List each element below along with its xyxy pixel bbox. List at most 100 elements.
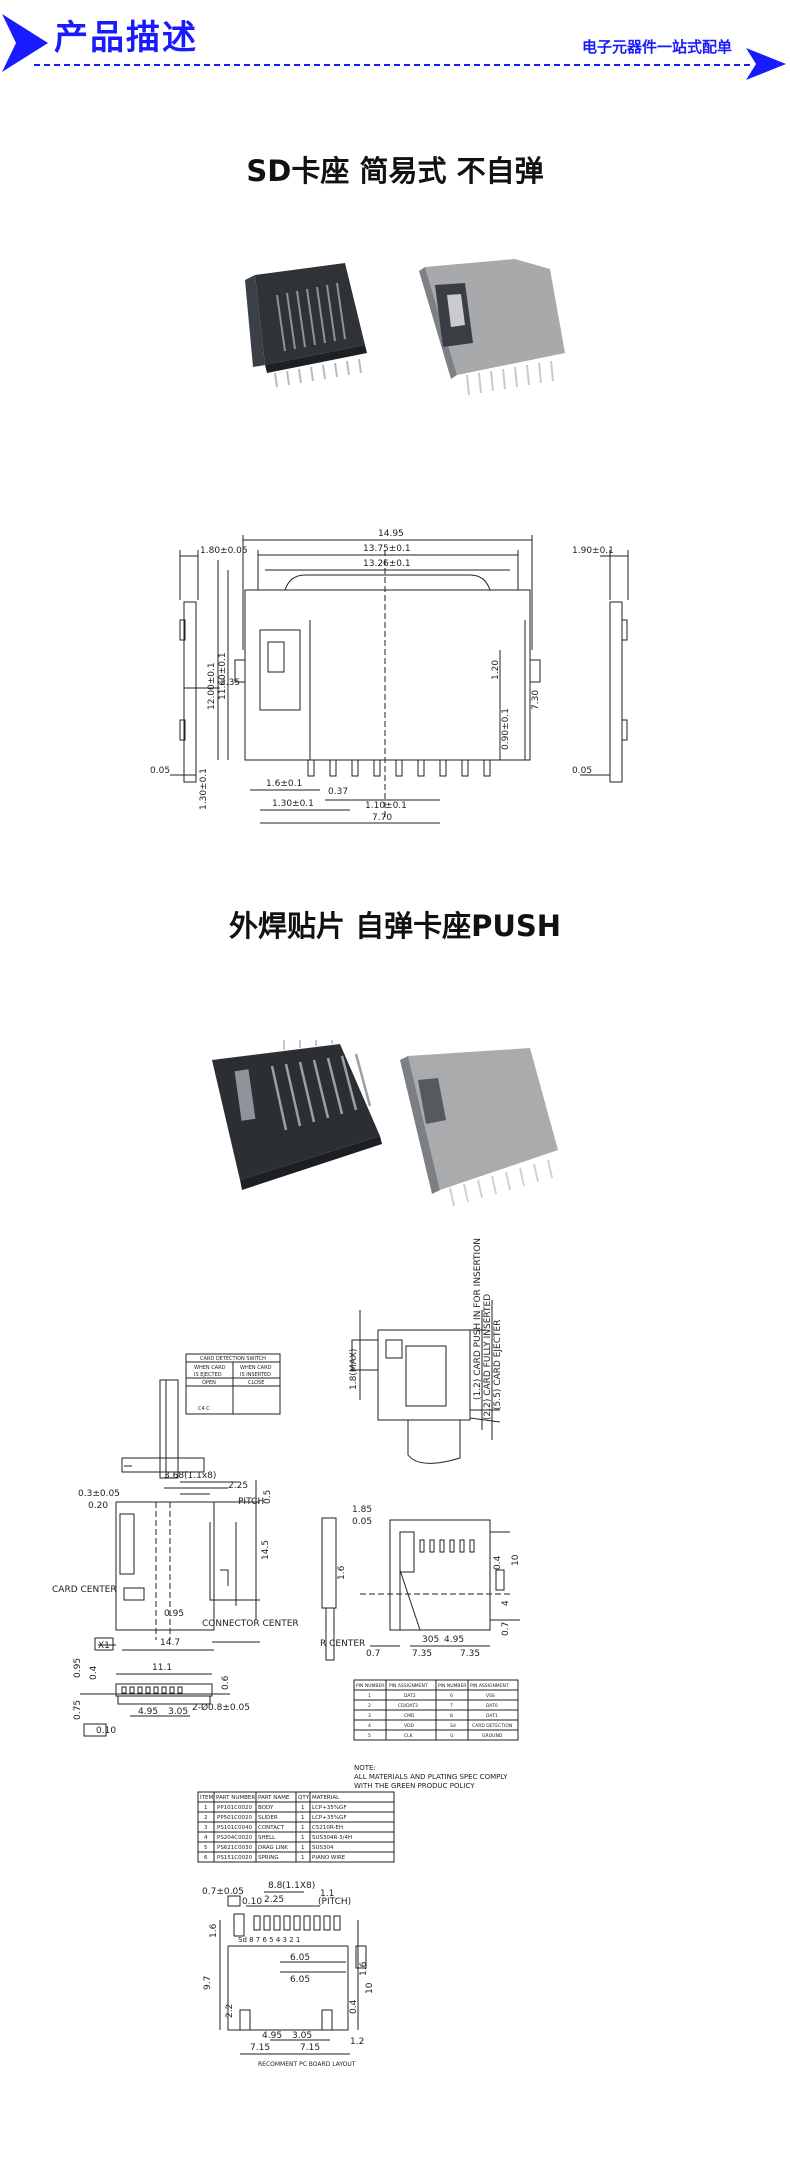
section2-title: 外焊贴片 自弹卡座PUSH [228,909,562,943]
dim-text: 10 [365,1982,375,1994]
connector-center-label: CONNECTOR CENTER [202,1619,299,1629]
front-view [217,535,541,824]
switch-table-cell: OPEN [202,1380,216,1386]
dim-text: 7.15 [250,2043,270,2053]
pin-table-cell: 8 [450,1713,453,1719]
parts-table-cell: LCP+35%GF [312,1815,346,1821]
dim-text: 3.68 [164,1471,184,1481]
switch-table [185,1353,281,1415]
parts-table-cell: 4 [204,1835,208,1841]
dim-text: (5.5) CARD EJECTER [493,1320,503,1410]
dim-text: 1.85 [352,1505,372,1515]
black-socket-image [245,263,367,388]
dim-text: 1.6±0.1 [266,779,302,789]
parts-table-cell: PS101C0040 [217,1825,253,1831]
parts-table-cell: PS151C0020 [217,1855,253,1861]
section1-title: SD卡座 简易式 不自弹 [246,154,544,188]
dim-text: 12.00±0.1 [207,662,217,710]
pin-table-cell: G [450,1733,454,1739]
pin-table-cell: 2 [368,1703,371,1709]
parts-table-header: MATERIAL [312,1795,340,1801]
dim-text: 1.1 [320,1889,334,1899]
switch-table-cell: IS EJECTED [194,1372,222,1378]
dim-text: 1.6 [209,1923,219,1938]
dim-text: (PITCH) [318,1897,351,1907]
parts-table-cell: LCP+35%GF [312,1805,346,1811]
dim-text: (2.2) CARD FULLY INSERTED [483,1294,493,1420]
sd-socket-photo [245,259,565,396]
r-center-label: R CENTER [320,1639,365,1649]
switch-table-cell: WHEN CARD [240,1365,272,1371]
metal-push-socket-image [400,1048,558,1207]
right-side-view [580,550,629,783]
metal-socket-image [419,259,565,396]
card-center-label: CARD CENTER [52,1585,117,1595]
dim-text: 14.5 [261,1540,271,1560]
dim-text: 0.4 [493,1555,503,1570]
dim-text: 4 [501,1600,511,1606]
pin-table-cell: DAT1 [486,1713,498,1719]
dim-text: 0.4 [89,1665,99,1680]
dim-text: 14.95 [378,529,404,539]
right-top-view [321,1517,520,1661]
dim-text: 0.7 [366,1649,380,1659]
pcb-layout [219,1891,367,2055]
flatness-box [83,1723,107,1737]
dim-text: 11.60±0.1 [218,652,228,700]
pin-table-cell: DAT0 [486,1703,498,1709]
dim-text: 7.35 [412,1649,432,1659]
dim-text: 13.75±0.1 [363,544,411,554]
pin-table-cell: 4 [368,1723,371,1729]
parts-table-cell: BODY [258,1805,274,1811]
dim-text: (1.1X8) [282,1881,315,1891]
pin-table-header: PIN ASSIGNMENT [470,1683,509,1689]
parts-table-cell: 1 [204,1805,208,1811]
dim-text: 0.75 [73,1700,83,1720]
parts-table-header: QTY [298,1795,310,1801]
parts-table-cell: SUS304R-3/4H [312,1835,352,1841]
parts-table-cell: 1 [301,1805,305,1811]
parts-table-cell: CONTACT [258,1825,285,1831]
pin-table-cell: Sd [450,1723,456,1729]
note-title: NOTE: [354,1764,376,1772]
pin-table-cell: 7 [450,1703,453,1709]
sd-socket-drawing: 1.80±0.05 2.35 0.05 14.95 13.75±0 [150,529,629,824]
dim-text: 3.05 [168,1707,188,1717]
parts-table-header: ITEM [200,1795,213,1801]
header-divider [34,64,750,66]
pin-table-cell: 3 [368,1713,371,1719]
pin-table-header: PIN NUMBER [438,1683,466,1689]
dim-text: X1 [98,1641,110,1651]
dim-text: 0.05 [572,766,592,776]
parts-table-cell: PP101C0020 [217,1805,252,1811]
side-profile-view [351,1300,501,1464]
parts-table-cell: C5210R-EH [312,1825,343,1831]
dim-text: 4.95 [444,1635,464,1645]
pin-table-cell: GROUND [482,1733,503,1739]
dim-text: 2-Ø0.8±0.05 [192,1702,250,1713]
dim-text: (1.2) CARD PUSH IN FOR INSERTION [473,1238,483,1400]
dim-text: 1.2 [350,2037,364,2047]
dim-text: 0.7±0.05 [202,1887,244,1897]
pcb-tol-box [227,1895,241,1907]
parts-table-cell: SLIDER [258,1815,278,1821]
right-arrow-icon [746,48,786,80]
dim-text: 0.3±0.05 [78,1489,120,1499]
dim-text: 0.10 [96,1726,116,1736]
top-view [98,1379,260,1651]
push-socket-drawing: CARD DETECTION SWITCH WHEN CARD IS EJECT… [52,1238,521,2068]
parts-table-cell: 1 [301,1845,305,1851]
parts-table-header: PART NUMBER [216,1795,255,1801]
tol-box [123,1587,145,1601]
dim-text: 0.10 [242,1897,262,1907]
dim-text: 1.80±0.05 [200,546,248,556]
parts-table-cell: PS621C0030 [217,1845,253,1851]
x1-box [94,1637,114,1651]
pin-table-cell: CMD [404,1713,415,1719]
dim-text: 1.6 [359,1961,369,1976]
dim-text: 7.35 [460,1649,480,1659]
parts-table-cell: SPRING [258,1855,279,1861]
dim-text: 0.05 [150,766,170,776]
dim-text: 305 [422,1635,439,1645]
dim-text: 1.30±0.1 [272,799,314,809]
